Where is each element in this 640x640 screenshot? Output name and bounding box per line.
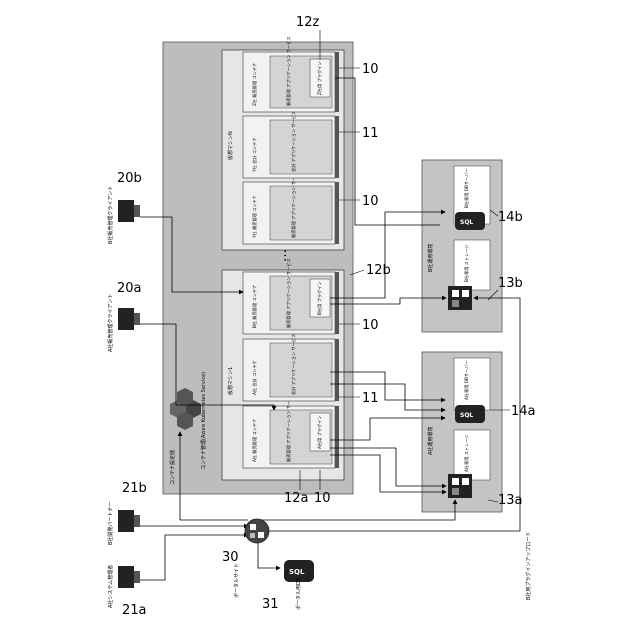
- portal-db-label: ポータル用DB: [295, 577, 302, 610]
- ref-10-y: 10: [362, 194, 379, 209]
- a-db-server: SQL A社専用 DBサーバー: [454, 358, 490, 423]
- b-sales-plugin: B社用 プラグイン: [316, 281, 323, 315]
- ref-14b: 14b: [498, 210, 523, 225]
- ellipsis: …: [275, 249, 290, 262]
- portal-site-label: ポータルサイト: [233, 563, 240, 598]
- site-b-label: B社運用環境: [427, 244, 434, 272]
- z-sales-plugin: Z社用 プラグイン: [316, 61, 323, 95]
- admin-a-label: A社システム管理者: [107, 565, 114, 608]
- client-a-pc-icon: [118, 308, 140, 330]
- ref-13b: 13b: [498, 276, 523, 291]
- portal-sql-text: SQL: [289, 568, 305, 576]
- b-db-label: B社専用 DBサーバー: [463, 168, 470, 208]
- ref-10-b: 10: [362, 318, 379, 333]
- ref-14a: 14a: [511, 404, 536, 419]
- z-sales-title: Z社 販売管理 コンテナ: [251, 63, 258, 106]
- a-sales-svc: 販売管理 アプリケーション サービス: [285, 392, 292, 462]
- a-accounting-svc: 会計 アプリケーション サービス: [290, 334, 297, 395]
- ref-13a: 13a: [498, 493, 523, 508]
- b-db-server: SQL B社専用 DBサーバー: [454, 166, 490, 230]
- ref-21a: 21a: [122, 603, 147, 618]
- client-b-label: B社販売管理クライアント: [107, 186, 114, 244]
- container-y-accounting: Y社 会計 コンテナ 会計 アプリケーション サービス: [243, 111, 339, 178]
- ref-20b: 20b: [117, 171, 142, 186]
- a-sales-plugin: A社用 プラグイン: [316, 415, 323, 449]
- a-sales-title: A社 販売管理 コンテナ: [251, 419, 258, 462]
- container-setting-label: コンテナ設定値: [169, 450, 176, 485]
- y-sales-svc: 販売管理 アプリケーション サービス: [290, 168, 297, 238]
- ref-12a: 12a: [284, 491, 309, 506]
- b-store-label: B社専用 ストレージ: [463, 244, 470, 282]
- ref-21b: 21b: [122, 481, 147, 496]
- ref-12z: 12z: [296, 15, 320, 30]
- ref-30: 30: [222, 550, 239, 565]
- vm1-label: 仮想マシン1: [227, 367, 234, 395]
- a-db-label: A社専用 DBサーバー: [463, 360, 470, 400]
- portal-site-icon: [245, 519, 269, 543]
- client-a-label: A社販売管理クライアント: [107, 294, 114, 352]
- site-a-label: A社運用環境: [427, 427, 434, 455]
- ref-10-z: 10: [362, 62, 379, 77]
- admin-a-pc-icon: [118, 566, 140, 588]
- z-sales-svc: 販売管理 アプリケーション サービス: [285, 36, 292, 106]
- ref-31: 31: [262, 597, 279, 612]
- b-sales-title: B社 販売管理 コンテナ: [251, 285, 258, 328]
- a-store-label: A社専用 ストレージ: [463, 434, 470, 472]
- partner-b-label: B社開発パートナー: [107, 502, 114, 545]
- y-accounting-title: Y社 会計 コンテナ: [251, 137, 258, 173]
- a-sql-text: SQL: [460, 412, 473, 419]
- y-accounting-svc: 会計 アプリケーション サービス: [290, 111, 297, 172]
- plugin-upload-label: B社用プラグインアップロード: [525, 532, 532, 600]
- y-sales-title: Y社 販売管理 コンテナ: [251, 195, 258, 239]
- partner-b-pc-icon: [118, 510, 140, 532]
- b-sql-text: SQL: [460, 219, 473, 226]
- ref-11-a: 11: [362, 391, 379, 406]
- b-sales-svc: 販売管理 アプリケーション サービス: [285, 258, 292, 328]
- ref-10-a: 10: [314, 491, 331, 506]
- ref-11-y: 11: [362, 126, 379, 141]
- a-accounting-title: A社 会計 コンテナ: [251, 360, 258, 395]
- aks-label: コンテナ管理(Azure Kubernetes Service): [200, 372, 207, 470]
- client-b-pc-icon: [118, 200, 140, 222]
- container-a-accounting: A社 会計 コンテナ 会計 アプリケーション サービス: [243, 334, 339, 401]
- ref-12b: 12b: [366, 263, 391, 278]
- ref-20a: 20a: [117, 281, 142, 296]
- vmn-label: 仮想マシンN: [227, 131, 234, 160]
